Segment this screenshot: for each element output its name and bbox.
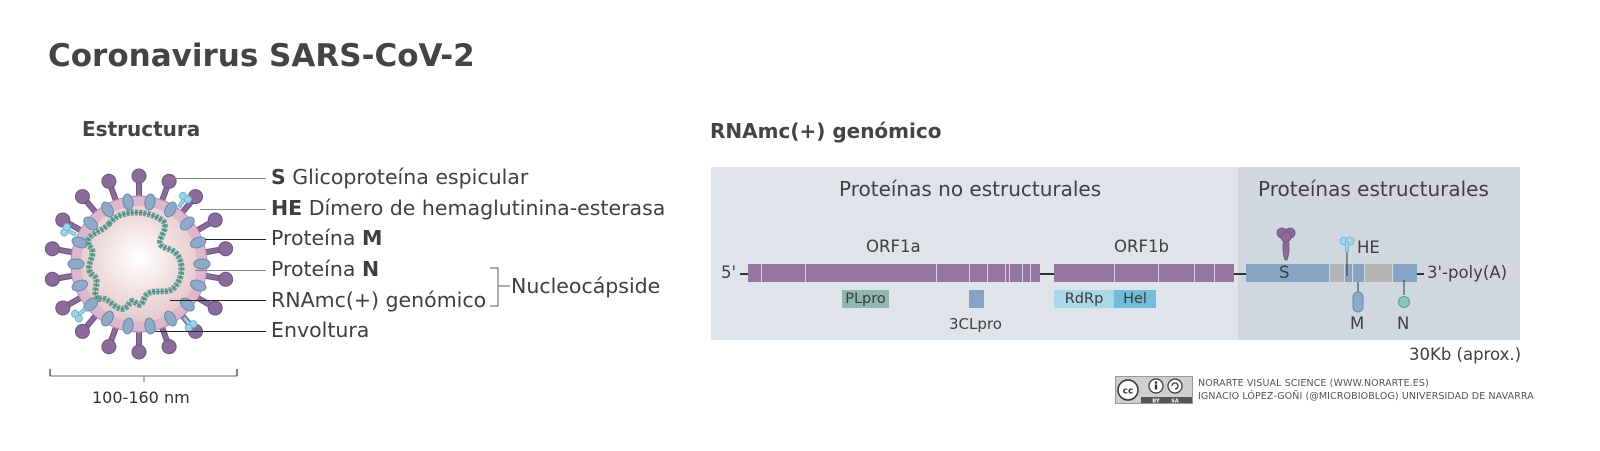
genome-line-structural: [1234, 273, 1246, 275]
label-text: Proteína: [271, 257, 362, 281]
credit-line-1: NORARTE VISUAL SCIENCE (WWW.NORARTE.ES): [1198, 378, 1429, 389]
domain-3clpro-label: 3CLpro: [949, 315, 1002, 333]
domain-3clpro-box: [969, 290, 984, 308]
spike-protein-icon: [1276, 227, 1296, 261]
nonstructural-panel: [711, 167, 1238, 340]
genome-line-3prime: [1417, 273, 1424, 275]
domain-plpro: PLpro: [842, 290, 889, 308]
leader-line-he: [200, 209, 266, 210]
label-he-dimer: HE Dímero de hemaglutinina-esterasa: [271, 196, 665, 220]
label-text: Dímero de hemaglutinina-esterasa: [302, 196, 666, 220]
structural-title: Proteínas estructurales: [1258, 177, 1489, 201]
page-title: Coronavirus SARS-CoV-2: [48, 38, 475, 74]
label-bold: N: [361, 257, 380, 281]
label-text: Glicoproteína espicular: [285, 165, 529, 189]
accessory-gene-bar: [1330, 264, 1344, 282]
genome-line-intergenic: [1040, 273, 1054, 275]
orf1a-divider: [969, 264, 970, 282]
nucleocapsid-bracket: [490, 267, 510, 307]
label-bold: S: [271, 165, 286, 189]
label-nucleocapsid: Nucleocápside: [511, 274, 661, 298]
genome-size-label: 30Kb (aprox.): [1409, 345, 1522, 364]
orf1a-divider: [936, 264, 937, 282]
label-bold: M: [361, 226, 383, 250]
orf1a-label: ORF1a: [866, 237, 921, 256]
orf1a-divider: [987, 264, 988, 282]
credit-line-2: IGNACIO LÓPEZ-GOÑI (@MICROBIOBLOG) UNIVE…: [1198, 391, 1534, 402]
orf1b-divider: [1158, 264, 1159, 282]
virion-illustration: [44, 168, 234, 360]
label-envelope: Envoltura: [271, 318, 370, 342]
svg-text:BY: BY: [1152, 399, 1160, 405]
five-prime-label: 5': [721, 263, 737, 282]
label-m-protein: Proteína M: [271, 226, 382, 250]
accessory-gene-bar: [1365, 264, 1392, 282]
structure-heading: Estructura: [82, 117, 201, 141]
spikes-icon: [44, 168, 234, 360]
leader-line-n: [195, 270, 266, 271]
leader-line-s: [166, 178, 266, 179]
orf1b-divider: [1194, 264, 1195, 282]
orf1a-divider: [1009, 264, 1010, 282]
he-gene-bar: [1345, 264, 1352, 282]
m-protein-icon: [1352, 282, 1364, 313]
three-prime-label: 3'-poly(A): [1427, 263, 1508, 282]
n-protein-icon: [1398, 280, 1410, 308]
leader-line-rna: [170, 300, 266, 301]
m-label: M: [1350, 314, 1365, 333]
s-gene-bar: [1246, 264, 1329, 282]
leader-line-m: [205, 239, 266, 240]
n-label: N: [1397, 314, 1410, 333]
he-protein-icon: [1339, 236, 1355, 276]
scale-bar: [49, 369, 238, 382]
genome-line-5prime: [740, 273, 749, 275]
orf1b-bar: [1054, 264, 1234, 282]
label-text: Proteína: [271, 226, 362, 250]
n-gene-bar: [1393, 264, 1417, 282]
label-n-protein: Proteína N: [271, 257, 379, 281]
orf1a-divider: [805, 264, 806, 282]
svg-text:cc: cc: [1123, 387, 1134, 397]
cc-by-sa-badge-icon: cc BY SA: [1115, 376, 1193, 404]
nonstructural-title: Proteínas no estructurales: [839, 177, 1102, 201]
orf1b-divider: [1214, 264, 1215, 282]
s-gene-label: S: [1279, 263, 1290, 282]
orf1b-label: ORF1b: [1114, 237, 1169, 256]
orf1a-divider: [1022, 264, 1023, 282]
svg-text:SA: SA: [1171, 399, 1179, 405]
domain-hel: Hel: [1114, 290, 1156, 308]
label-genomic-rna: RNAmc(+) genómico: [271, 288, 487, 312]
genome-heading: RNAmc(+) genómico: [710, 119, 942, 143]
orf1a-divider: [1005, 264, 1006, 282]
leader-line-envelope: [155, 331, 266, 332]
domain-rdrp: RdRp: [1054, 290, 1114, 308]
he-label: HE: [1357, 238, 1380, 257]
orf1a-divider: [761, 264, 762, 282]
orf1a-bar: [748, 264, 1040, 282]
label-bold: HE: [271, 196, 303, 220]
m-gene-bar: [1353, 264, 1364, 282]
scale-label: 100-160 nm: [92, 388, 190, 407]
orf1a-divider: [1030, 264, 1031, 282]
label-spike-glycoprotein: S Glicoproteína espicular: [271, 165, 528, 189]
orf1b-divider: [1114, 264, 1115, 282]
